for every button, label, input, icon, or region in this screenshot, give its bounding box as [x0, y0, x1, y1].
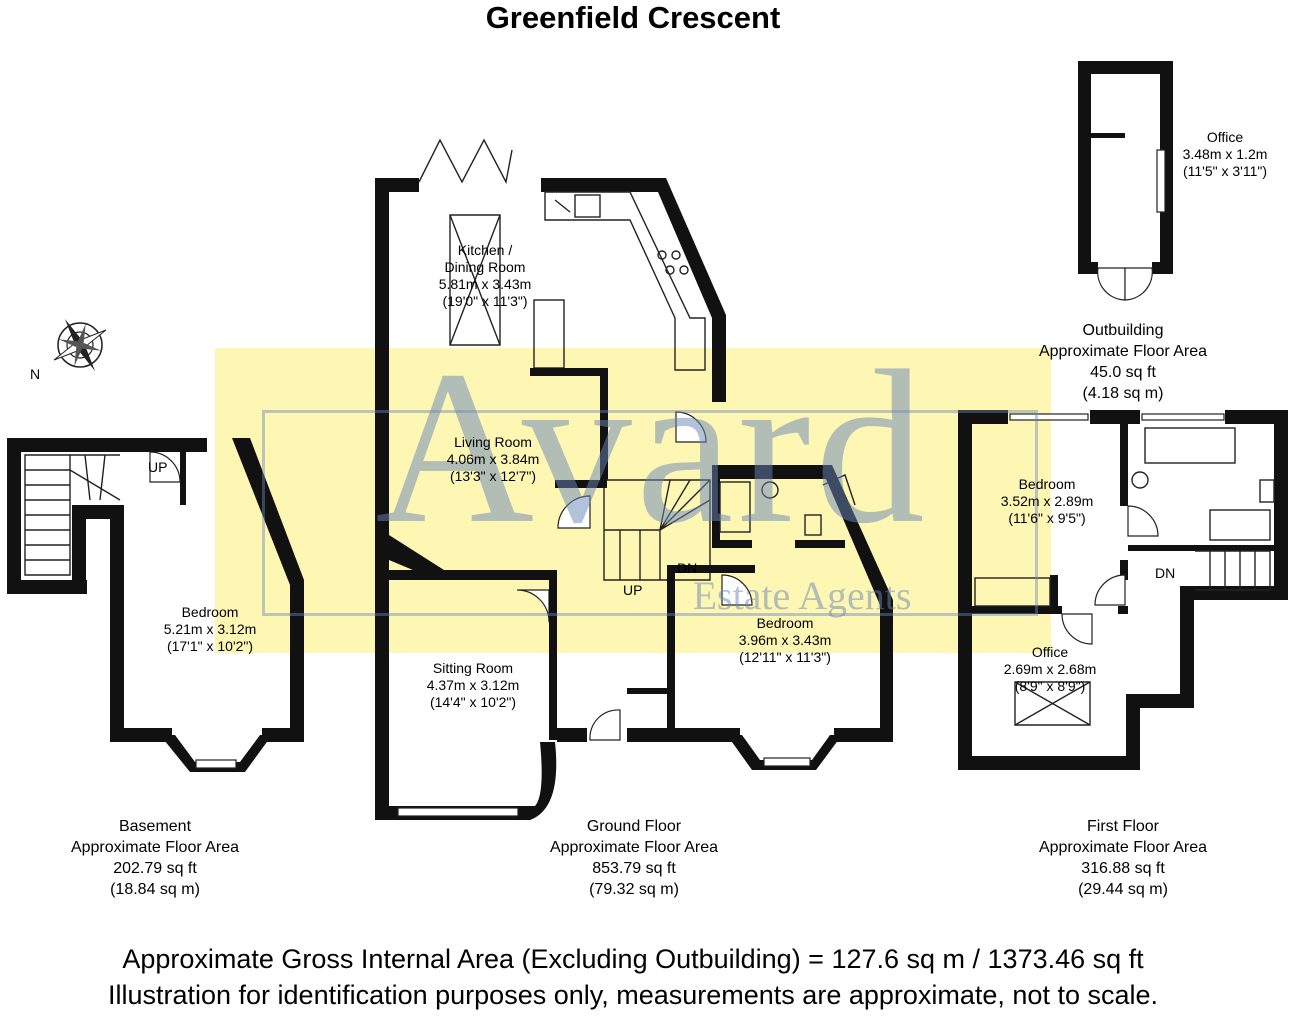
stair-label-ground-dn: DN	[677, 560, 698, 576]
stair-label-ground-up: UP	[623, 582, 643, 598]
watermark-highlight	[215, 348, 1051, 653]
stair-label-first-dn: DN	[1155, 565, 1176, 581]
room-label-kitchen: Kitchen /Dining Room 5.81m x 3.43m(19'0"…	[438, 242, 532, 309]
watermark-subtitle: Estate Agents	[692, 573, 912, 618]
stair-label-basement-up: UP	[148, 459, 168, 475]
page-title: Greenfield Crescent	[485, 0, 781, 35]
ground-floor-plan	[375, 138, 893, 820]
outbuilding-plan	[1078, 61, 1173, 301]
watermark-brand: Avard	[375, 325, 929, 569]
footer-disclaimer: Illustration for identification purposes…	[107, 980, 1159, 1010]
footer-gross-area: Approximate Gross Internal Area (Excludi…	[122, 944, 1144, 974]
first-floor-plan	[958, 410, 1288, 770]
compass-rose-icon	[53, 319, 107, 371]
compass-north-label: N	[30, 366, 41, 382]
watermark: Avard Estate Agents	[262, 332, 1042, 620]
basement-plan	[7, 438, 304, 772]
watermark-frame	[262, 410, 1038, 616]
